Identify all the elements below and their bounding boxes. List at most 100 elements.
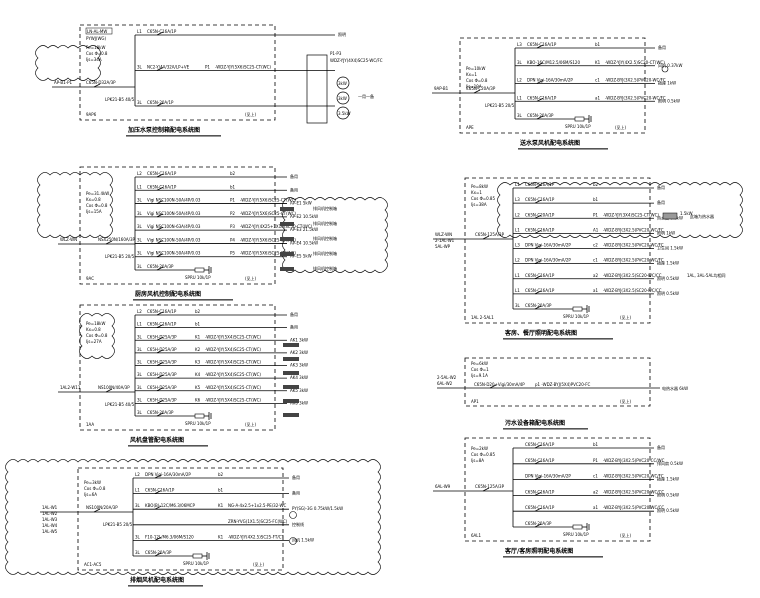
control-box-label: 排风机控制箱 (313, 220, 337, 226)
breaker-icon (156, 186, 164, 191)
revision-cloud (35, 45, 101, 81)
incoming-feeder-label: 1AL2-W11 (60, 385, 81, 390)
phase-label: 3L (135, 503, 141, 508)
panel-footer: (见上) (620, 314, 632, 320)
breaker-label: C65H-D25A/3P (147, 385, 177, 390)
panel-boundary (79, 166, 276, 285)
circuit-id: K3 (195, 360, 201, 365)
main-breaker-label: C65N-C20A/3P (466, 86, 496, 91)
breaker-label: C65N-C16A/1P (525, 458, 555, 463)
load-label: 照明 0.5kW (657, 508, 679, 513)
circuit-id: K1 (595, 60, 601, 65)
load-parameter: Kx=0.8 (86, 327, 101, 332)
phase-label: 3L (137, 100, 143, 105)
revision-cloud-path (5, 459, 381, 575)
load-label: 风机 1.5kW (292, 536, 314, 542)
load-label: 备用 (290, 311, 298, 317)
phase-label: 3L (137, 224, 143, 229)
breaker-icon (154, 505, 162, 510)
revision-cloud (79, 313, 115, 359)
diagram-title: 客房、餐厅照明配电系统图 (504, 329, 577, 337)
phase-label: L1 (137, 29, 142, 34)
incoming-feeder-label: 5AL-WP (435, 244, 451, 249)
main-breaker-label: C65N-D20+Vigi/30mA/4P (474, 382, 525, 387)
panel-footer: (见上) (620, 398, 632, 404)
phase-label: L2 (137, 171, 142, 176)
load-label: AK5 3kW (290, 388, 308, 393)
breaker-icon (156, 374, 164, 379)
panel-boundary (79, 304, 276, 431)
phase-label: 3L (137, 198, 143, 203)
cable-spec: -WDZ-YJY(5X4)SC25-CT(WC) (205, 347, 261, 352)
cable-spec: -WDZ-YJY(5X6)SC25-CT(WC) (240, 198, 296, 203)
phase-label: L2 (135, 472, 140, 477)
incoming-feeder-label: 1AL-W3 (42, 517, 58, 522)
panel-boundary (459, 37, 646, 134)
fan-motor-icon (289, 537, 297, 545)
circuit-id: b2 (593, 182, 599, 187)
phase-label: L2 (137, 309, 142, 314)
revision-cloud-path (79, 313, 115, 359)
load-parameter: Cos Φ=0.8 (86, 51, 108, 56)
circuit-id: b1 (593, 442, 599, 447)
surge-protector (572, 523, 590, 531)
panel-boundary (79, 24, 276, 121)
load-label: 插座 1.5kW (657, 260, 679, 266)
cable-spec: -WDZ-YJY(5X6)SC25-CT(WC) (215, 65, 271, 70)
cable-spec: -WDZ-BYJ(3X2.5)PVC20-WC/FC (603, 227, 664, 232)
spd-label: LPK21-B5 40/5 (105, 402, 135, 407)
load-label: 照明 0.5kW (657, 291, 679, 296)
breaker-icon (534, 184, 542, 189)
cable-spec: -WDZ-YJY(5X4)SC25-CT(WC) (205, 385, 261, 390)
load-label: 电热水器 6kW (662, 385, 688, 391)
load-parameter: Pe=8kW (471, 184, 488, 189)
surge-protector (574, 115, 592, 123)
phase-label: 3L (137, 385, 143, 390)
load-parameter: Ijs=38A (471, 202, 487, 207)
revision-cloud (5, 459, 381, 575)
diagram-title: 风机盘管配电系统图 (130, 436, 184, 444)
phase-label: 3L (137, 360, 143, 365)
cable-spec: -WDZ-BYJ(3X2.5)PVC20-WC/CC (603, 505, 664, 510)
right-block-cable: WDZ-YJY(4X4)SC25-WC/FC (330, 58, 383, 63)
water-heater-icon (662, 212, 678, 220)
cloud-note: 此箱为热水器 (690, 213, 714, 219)
breaker-icon (156, 387, 164, 392)
phase-label: 3L (135, 534, 141, 539)
circuit-id: K6 (195, 397, 201, 402)
revision-cloud (282, 197, 388, 273)
circuit-id: a2 (593, 273, 598, 278)
circuit-id: K5 (195, 385, 201, 390)
breaker-icon (534, 523, 542, 528)
load-label: 照明 1kW (657, 230, 675, 235)
load-parameter: Kx=0.8 (86, 197, 101, 202)
circuit-id: K4 (195, 372, 201, 377)
cable-spec: -WDZ-YJY(5X6)SC25-CT(WC) (240, 251, 296, 256)
surge-label: SPRU 10k/1P (185, 421, 211, 426)
breaker-label: DPN Vigi-16A/30mA/2P (525, 258, 571, 263)
breaker-icon (156, 336, 164, 341)
control-box-icon (280, 252, 294, 256)
breaker-label: C65N-C16A/1P (527, 95, 557, 100)
main-breaker-label: NSX250N/160A/3P (98, 237, 136, 242)
breaker-icon (534, 275, 542, 280)
circuit-id: c1 (593, 258, 598, 263)
phase-label: 3L (137, 397, 143, 402)
load-label: 卫生间 1.5kW (657, 245, 683, 251)
load-parameter: Cos Φ=0.85 (471, 452, 495, 457)
breaker-label: DPN Vigi-16A/30mA/2P (145, 472, 191, 477)
breaker-label: C65N-20A/3P (525, 521, 552, 526)
cable-spec: -WDZ-BYJ(3X2.5)PVC20-WC/FC (603, 474, 664, 479)
pump-rating: 3kW (338, 81, 347, 86)
load-label: 控制线 (292, 521, 304, 527)
circuit-id: b2 (195, 309, 201, 314)
breaker-icon (156, 412, 164, 417)
load-parameter: Ijs=15A (86, 209, 102, 214)
breaker-icon (534, 230, 542, 234)
